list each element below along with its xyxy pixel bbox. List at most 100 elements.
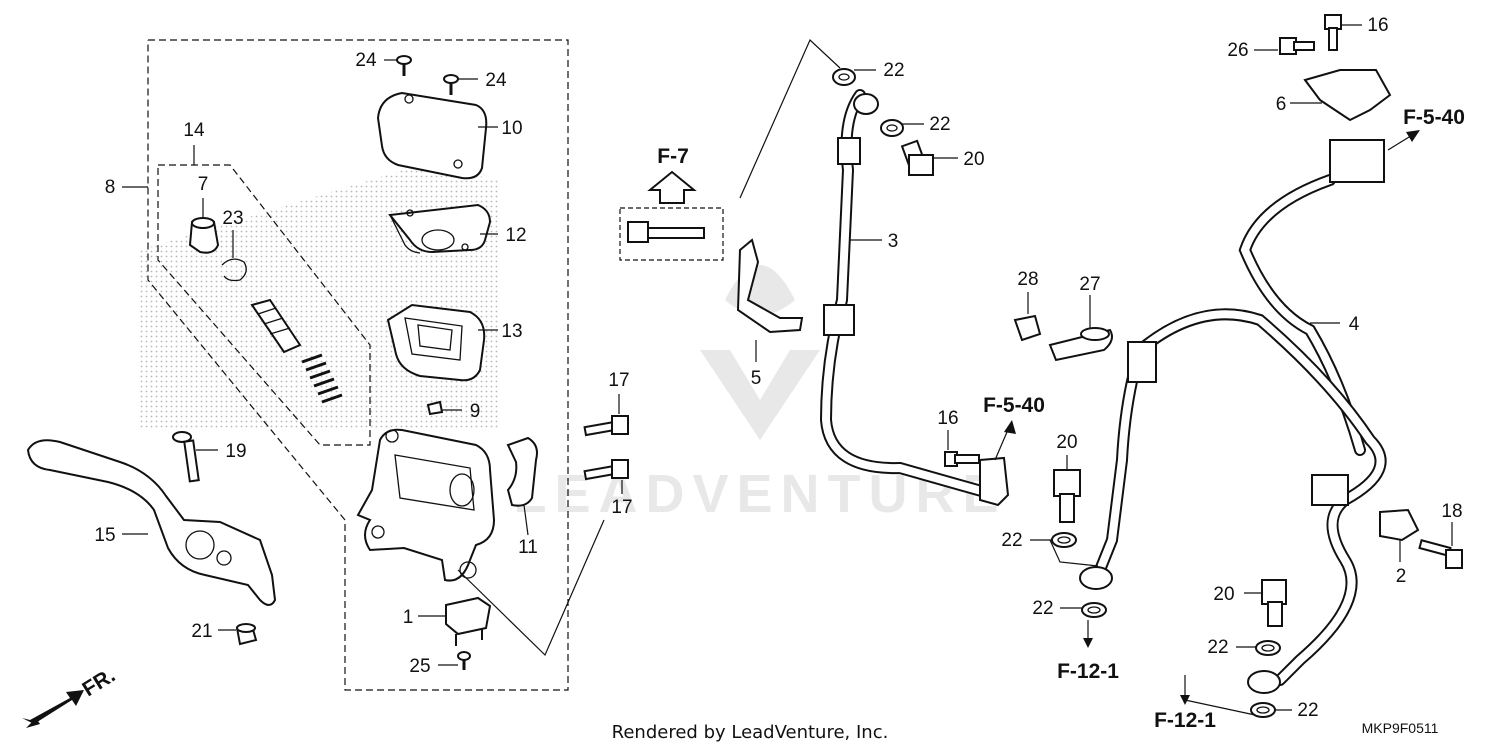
callout-20b: 20 bbox=[1056, 432, 1077, 453]
washer-22c bbox=[1051, 532, 1077, 548]
bolt-f7 bbox=[627, 221, 705, 243]
callout-16a: 16 bbox=[937, 408, 958, 429]
diaphragm-plate bbox=[388, 203, 492, 254]
callout-17a: 17 bbox=[608, 370, 629, 391]
stop-switch bbox=[445, 596, 492, 646]
callout-28: 28 bbox=[1017, 269, 1038, 290]
piston-boot bbox=[188, 217, 220, 254]
shading bbox=[140, 165, 500, 430]
screw-25 bbox=[457, 651, 471, 670]
nut-28 bbox=[1013, 314, 1042, 342]
piston-spring bbox=[301, 353, 343, 404]
callout-22c: 22 bbox=[1001, 530, 1022, 551]
callout-11: 11 bbox=[518, 537, 538, 558]
watermark: LEADVENTURE bbox=[513, 265, 999, 524]
callout-24a: 24 bbox=[355, 50, 377, 71]
callout-21: 21 bbox=[191, 621, 212, 642]
banjo-bolt-20a bbox=[900, 139, 934, 176]
f540b-arrow bbox=[1387, 130, 1420, 151]
circlip bbox=[221, 258, 247, 282]
callout-4: 4 bbox=[1349, 314, 1360, 335]
callout-3: 3 bbox=[888, 231, 899, 252]
callout-10: 10 bbox=[501, 118, 522, 139]
assembly-frame-8 bbox=[147, 39, 569, 691]
ref-f540a-link[interactable]: F-5-40 bbox=[983, 394, 1045, 417]
diagram-code: MKP9F0511 bbox=[1362, 720, 1439, 736]
master-cylinder bbox=[356, 428, 496, 582]
leader-lines bbox=[122, 24, 1453, 716]
banjo-bolt-20c bbox=[1261, 579, 1287, 627]
callout-18: 18 bbox=[1441, 501, 1462, 522]
screw-24a bbox=[396, 55, 412, 76]
ref-f121a-link[interactable]: F-12-1 bbox=[1057, 660, 1119, 683]
front-marker-label: FR. bbox=[78, 664, 119, 701]
bolt-16b bbox=[1324, 14, 1342, 51]
banjo-fitting-lower-b bbox=[1247, 670, 1281, 694]
callout-22a: 22 bbox=[883, 60, 904, 81]
bracket-6 bbox=[1303, 69, 1392, 122]
f7-arrow bbox=[647, 170, 697, 204]
washer-22d bbox=[1081, 602, 1107, 618]
brake-hose-4 bbox=[1094, 139, 1387, 686]
callout-9: 9 bbox=[470, 401, 481, 422]
callout-26: 26 bbox=[1227, 40, 1248, 61]
callout-25: 25 bbox=[409, 656, 430, 677]
screw-24b bbox=[443, 74, 459, 95]
callout-22b: 22 bbox=[929, 114, 950, 135]
ref-f540b-link[interactable]: F-5-40 bbox=[1403, 106, 1465, 129]
callout-15: 15 bbox=[94, 525, 115, 546]
washer-22b bbox=[880, 119, 904, 137]
callout-14: 14 bbox=[183, 120, 205, 141]
callout-12: 12 bbox=[505, 225, 526, 246]
callout-6: 6 bbox=[1276, 94, 1287, 115]
bolt-17a bbox=[583, 415, 629, 437]
diaphragm bbox=[386, 303, 486, 382]
callout-20c: 20 bbox=[1213, 584, 1234, 605]
callout-24b: 24 bbox=[485, 70, 507, 91]
washer-22a bbox=[832, 68, 856, 86]
reservoir-cover bbox=[376, 91, 488, 180]
hose-clamp-5 bbox=[736, 238, 804, 334]
bolt-18 bbox=[1418, 539, 1463, 569]
f540a-arrow bbox=[994, 420, 1016, 461]
callout-23: 23 bbox=[222, 208, 243, 229]
joint-block bbox=[979, 456, 1010, 507]
callout-19: 19 bbox=[225, 441, 246, 462]
bolt-26 bbox=[1279, 37, 1315, 55]
brake-lever bbox=[26, 439, 277, 606]
f7-bolt-frame bbox=[619, 207, 724, 261]
callout-5: 5 bbox=[751, 368, 762, 389]
f121a-arrow bbox=[1083, 620, 1093, 648]
assembly-frame-14 bbox=[157, 164, 371, 446]
footer-credit: Rendered by LeadVenture, Inc. bbox=[612, 722, 889, 743]
washer-22e bbox=[1255, 640, 1281, 656]
banjo-bolt-20b bbox=[1053, 469, 1081, 523]
front-arrow-icon bbox=[22, 690, 84, 728]
ref-f121b-link[interactable]: F-12-1 bbox=[1154, 709, 1216, 732]
clip-9 bbox=[426, 400, 444, 416]
holder bbox=[506, 436, 538, 507]
f121b-arrow bbox=[1180, 695, 1190, 705]
callout-1: 1 bbox=[403, 607, 414, 628]
callout-labels: 24 24 10 14 8 7 23 12 13 9 19 15 11 1 21… bbox=[94, 15, 1462, 721]
callout-7: 7 bbox=[198, 174, 209, 195]
callout-2: 2 bbox=[1396, 566, 1407, 587]
bolt-17b bbox=[583, 459, 629, 481]
callout-27: 27 bbox=[1079, 274, 1100, 295]
clamp-2 bbox=[1379, 508, 1420, 542]
callout-16b: 16 bbox=[1367, 15, 1388, 36]
banjo-fitting-lower-a bbox=[1079, 566, 1113, 590]
nut-21 bbox=[235, 623, 258, 646]
piston bbox=[250, 298, 302, 354]
ref-f7-link[interactable]: F-7 bbox=[657, 145, 689, 168]
callout-8: 8 bbox=[105, 177, 116, 198]
callout-13: 13 bbox=[501, 321, 522, 342]
callout-20a: 20 bbox=[963, 149, 984, 170]
reference-labels[interactable]: F-7 F-5-40 F-5-40 F-12-1 F-12-1 bbox=[657, 106, 1465, 732]
callout-22e: 22 bbox=[1207, 637, 1228, 658]
brake-hose-3 bbox=[819, 89, 991, 498]
callout-22f: 22 bbox=[1297, 700, 1318, 721]
bolt-16a bbox=[944, 451, 980, 467]
